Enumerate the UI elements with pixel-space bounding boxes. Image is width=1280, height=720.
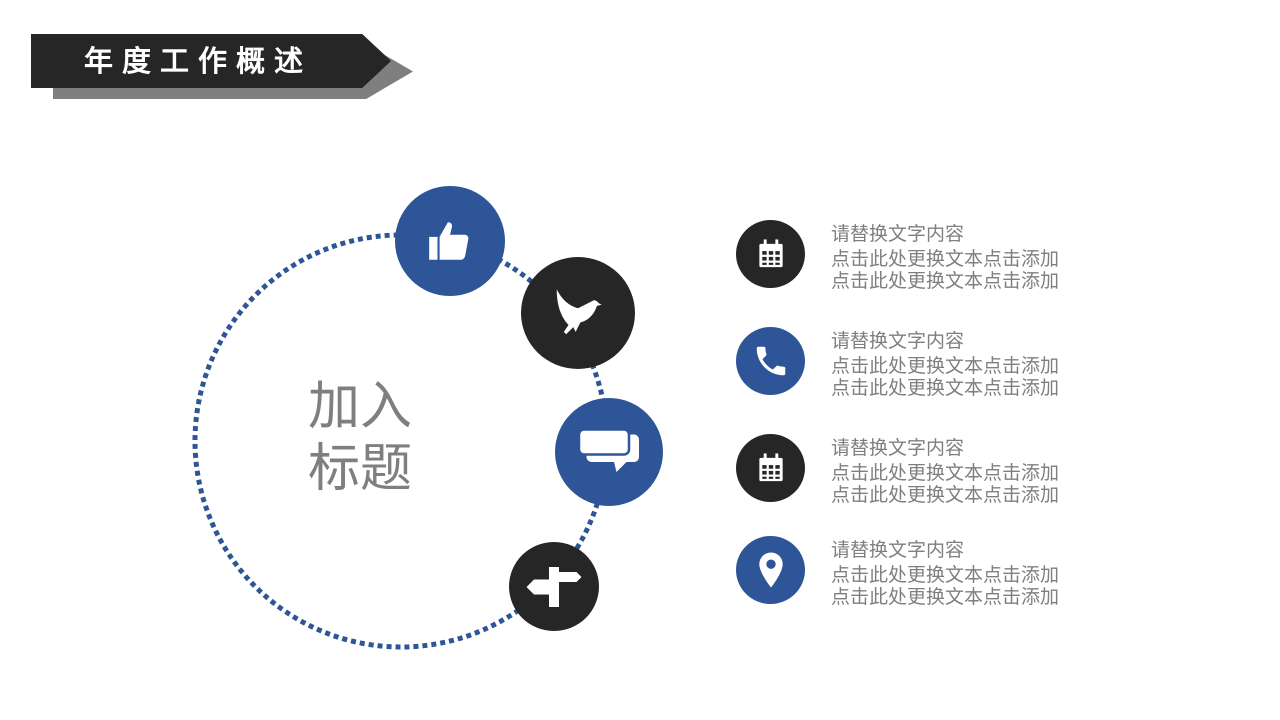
thumbs-up-icon [395,186,505,296]
item-line1: 点击此处更换文本点击添加 [831,462,1060,484]
phone-icon [736,327,805,395]
center-title-line1: 加入 [307,377,412,437]
item-title: 请替换文字内容 [831,223,965,245]
item-line2: 点击此处更换文本点击添加 [831,586,1060,608]
item-line2: 点击此处更换文本点击添加 [831,484,1060,506]
item-line2: 点击此处更换文本点击添加 [831,270,1060,292]
center-title-line2: 标题 [307,439,412,499]
calendar-icon [736,434,805,502]
item-title: 请替换文字内容 [831,330,965,352]
item-title: 请替换文字内容 [831,539,965,561]
page-title: 年度工作概述 [84,44,313,78]
chat-icon [555,398,663,506]
dove-icon [521,257,635,369]
location-pin-icon [736,536,805,604]
item-line2: 点击此处更换文本点击添加 [831,377,1060,399]
title-banner [31,34,391,88]
item-line1: 点击此处更换文本点击添加 [831,248,1060,270]
center-title: 加入 标题 [300,376,420,500]
item-line1: 点击此处更换文本点击添加 [831,355,1060,377]
calendar-icon [736,220,805,288]
item-title: 请替换文字内容 [831,437,965,459]
item-line1: 点击此处更换文本点击添加 [831,564,1060,586]
signpost-icon [509,542,599,631]
